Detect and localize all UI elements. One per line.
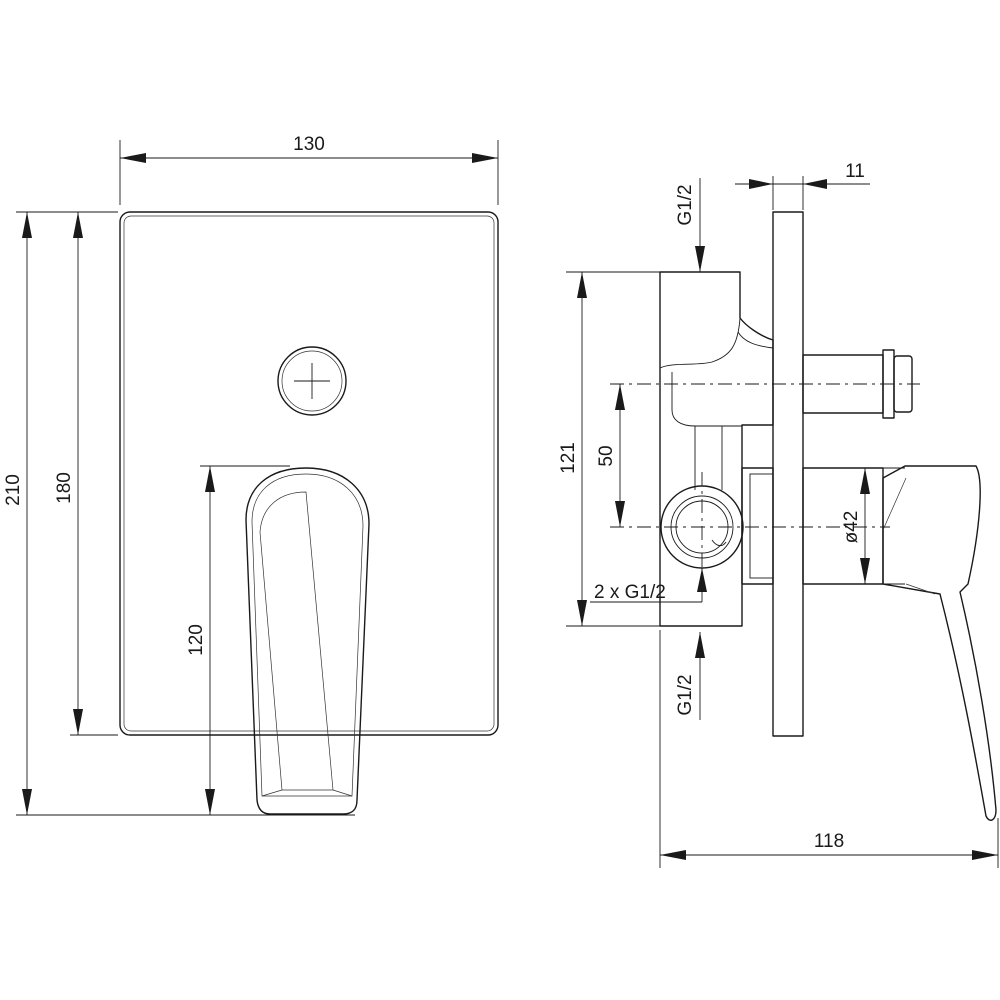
handle-lever-facet-inner bbox=[259, 491, 334, 791]
arrowhead bbox=[803, 179, 827, 189]
arrowhead bbox=[205, 466, 215, 492]
valve-body-waterway bbox=[671, 372, 742, 427]
cover-plate-side bbox=[772, 211, 804, 737]
arrowhead bbox=[695, 246, 705, 272]
side-view: 11 G1/2 121 50 ø42 2 x G1/2 G1/2 bbox=[558, 161, 999, 868]
cover-plate-bevel bbox=[123, 215, 495, 732]
valve-body-channel bbox=[659, 317, 774, 369]
arrowhead bbox=[615, 501, 625, 527]
handle-diameter-dimension-label: ø42 bbox=[841, 511, 862, 544]
arrowhead bbox=[205, 789, 215, 815]
handle-lever bbox=[245, 467, 370, 815]
arrowhead bbox=[577, 272, 587, 298]
handle-lever-edge bbox=[905, 583, 936, 595]
valve-body bbox=[659, 271, 774, 627]
outlet-connector-notch bbox=[711, 539, 727, 547]
arrowhead bbox=[860, 468, 870, 494]
handle-lever-edge bbox=[882, 477, 907, 531]
cartridge-inner bbox=[749, 473, 774, 579]
total-height-dimension-label: 210 bbox=[3, 474, 24, 506]
diverter-knob bbox=[277, 346, 347, 416]
arrowhead bbox=[615, 384, 625, 410]
body-height-dimension-label: 121 bbox=[558, 442, 579, 474]
cover-plate bbox=[119, 211, 499, 736]
cartridge-sleeve bbox=[741, 467, 774, 585]
diverter-stem bbox=[802, 354, 884, 414]
arrowhead bbox=[73, 709, 83, 735]
handle-tip-edge-right bbox=[332, 789, 353, 797]
width-dimension-label: 130 bbox=[293, 134, 325, 155]
arrowhead bbox=[660, 850, 686, 860]
axis-distance-dimension-label: 50 bbox=[596, 445, 617, 466]
handle-height-dimension-label: 120 bbox=[186, 624, 207, 656]
arrowhead bbox=[972, 850, 998, 860]
handle-tip-edge-left bbox=[261, 789, 283, 797]
arrowhead bbox=[860, 558, 870, 584]
plate-thickness-dimension-label: 11 bbox=[845, 161, 865, 182]
arrowhead bbox=[22, 212, 32, 238]
front-view: 130 210 180 120 bbox=[3, 134, 499, 816]
arrowhead bbox=[695, 632, 705, 658]
arrowhead bbox=[22, 789, 32, 815]
arrowhead bbox=[577, 600, 587, 626]
handle-lever-facet-outer bbox=[251, 473, 364, 797]
arrowhead bbox=[697, 568, 707, 592]
arrowhead bbox=[749, 179, 773, 189]
depth-dimension-label: 118 bbox=[814, 831, 844, 852]
arrowhead bbox=[472, 153, 498, 163]
handle-lever-side bbox=[882, 465, 997, 821]
plate-height-dimension-label: 180 bbox=[54, 472, 75, 504]
arrowhead bbox=[73, 212, 83, 238]
arrowhead bbox=[120, 153, 146, 163]
diverter-knob-inner bbox=[281, 350, 343, 412]
bottom-inlet-label: G1/2 bbox=[675, 674, 696, 715]
top-inlet-label: G1/2 bbox=[675, 184, 696, 225]
outlets-label: 2 x G1/2 bbox=[594, 582, 666, 603]
